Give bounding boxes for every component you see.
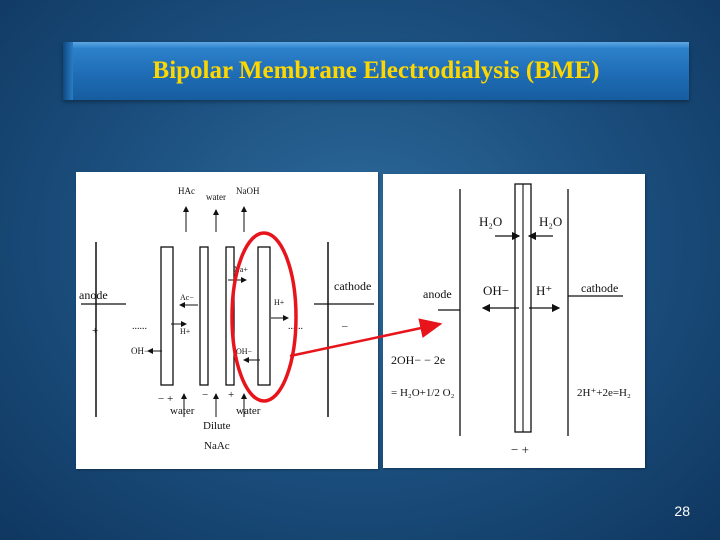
anion-membrane [199,246,209,386]
page-number: 28 [674,503,690,519]
bottom-sign-3: + [228,389,234,401]
label-naac: NaAc [204,440,230,452]
zoom-h2o-left: H₂O [479,214,502,229]
bipolar-zoom-svg: H₂O H₂O anode cathode OH− H⁺ 2OH− − 2e =… [391,183,631,457]
left-cathode-label: cathode [334,279,371,293]
zoom-anode-label: anode [423,287,452,301]
bme-cell-diagram: HAc water NaOH anode + cathode – ...... … [76,172,378,469]
title-banner-top-bevel [63,42,689,48]
bottom-sign-1: − + [158,393,173,405]
ion-oh-circle: OH− [236,347,253,356]
title-banner-left-bevel [63,42,73,100]
bipolar-membrane-2 [257,246,271,386]
zoom-cathode-label: cathode [581,281,618,295]
label-hac: HAc [178,186,195,196]
bme-cell-svg: HAc water NaOH anode + cathode – ...... … [79,186,374,452]
bipolar-membrane-zoom-diagram: H₂O H₂O anode cathode OH− H⁺ 2OH− − 2e =… [383,174,645,468]
left-anode-sign: + [92,325,98,337]
zoom-bottom-signs: − + [511,442,529,457]
zoom-cathode-eq: 2H⁺+2e=H₂ [577,387,631,399]
ion-h-circle: H+ [274,298,285,307]
highlight-ellipse [230,231,298,403]
label-naoh: NaOH [236,186,260,196]
left-dots: ...... [132,321,147,332]
left-cathode-sign: – [341,320,348,332]
bipolar-membrane-1 [160,246,174,386]
title-banner: Bipolar Membrane Electrodialysis (BME) [63,42,689,100]
ion-oh-left: OH− [131,346,149,356]
bottom-sign-2: − [202,389,208,401]
zoom-h-label: H⁺ [536,283,552,298]
zoom-h2o-right: H₂O [539,214,562,229]
cation-membrane [225,246,235,386]
label-water-top: water [206,192,226,202]
zoom-anode-eq-1: 2OH− − 2e [391,353,445,367]
label-dilute: Dilute [203,420,231,432]
label-water-bottom-left: water [170,405,195,417]
label-water-bottom-right: water [236,405,261,417]
slide-title: Bipolar Membrane Electrodialysis (BME) [152,57,600,84]
ion-ac: Ac− [180,293,194,302]
zoom-oh-label: OH− [483,283,509,298]
zoom-anode-eq-2: = H₂O+1/2 O₂ [391,387,455,399]
ion-h-left: H+ [180,327,191,336]
ion-na: Na+ [234,265,248,274]
left-anode-label: anode [79,288,108,302]
